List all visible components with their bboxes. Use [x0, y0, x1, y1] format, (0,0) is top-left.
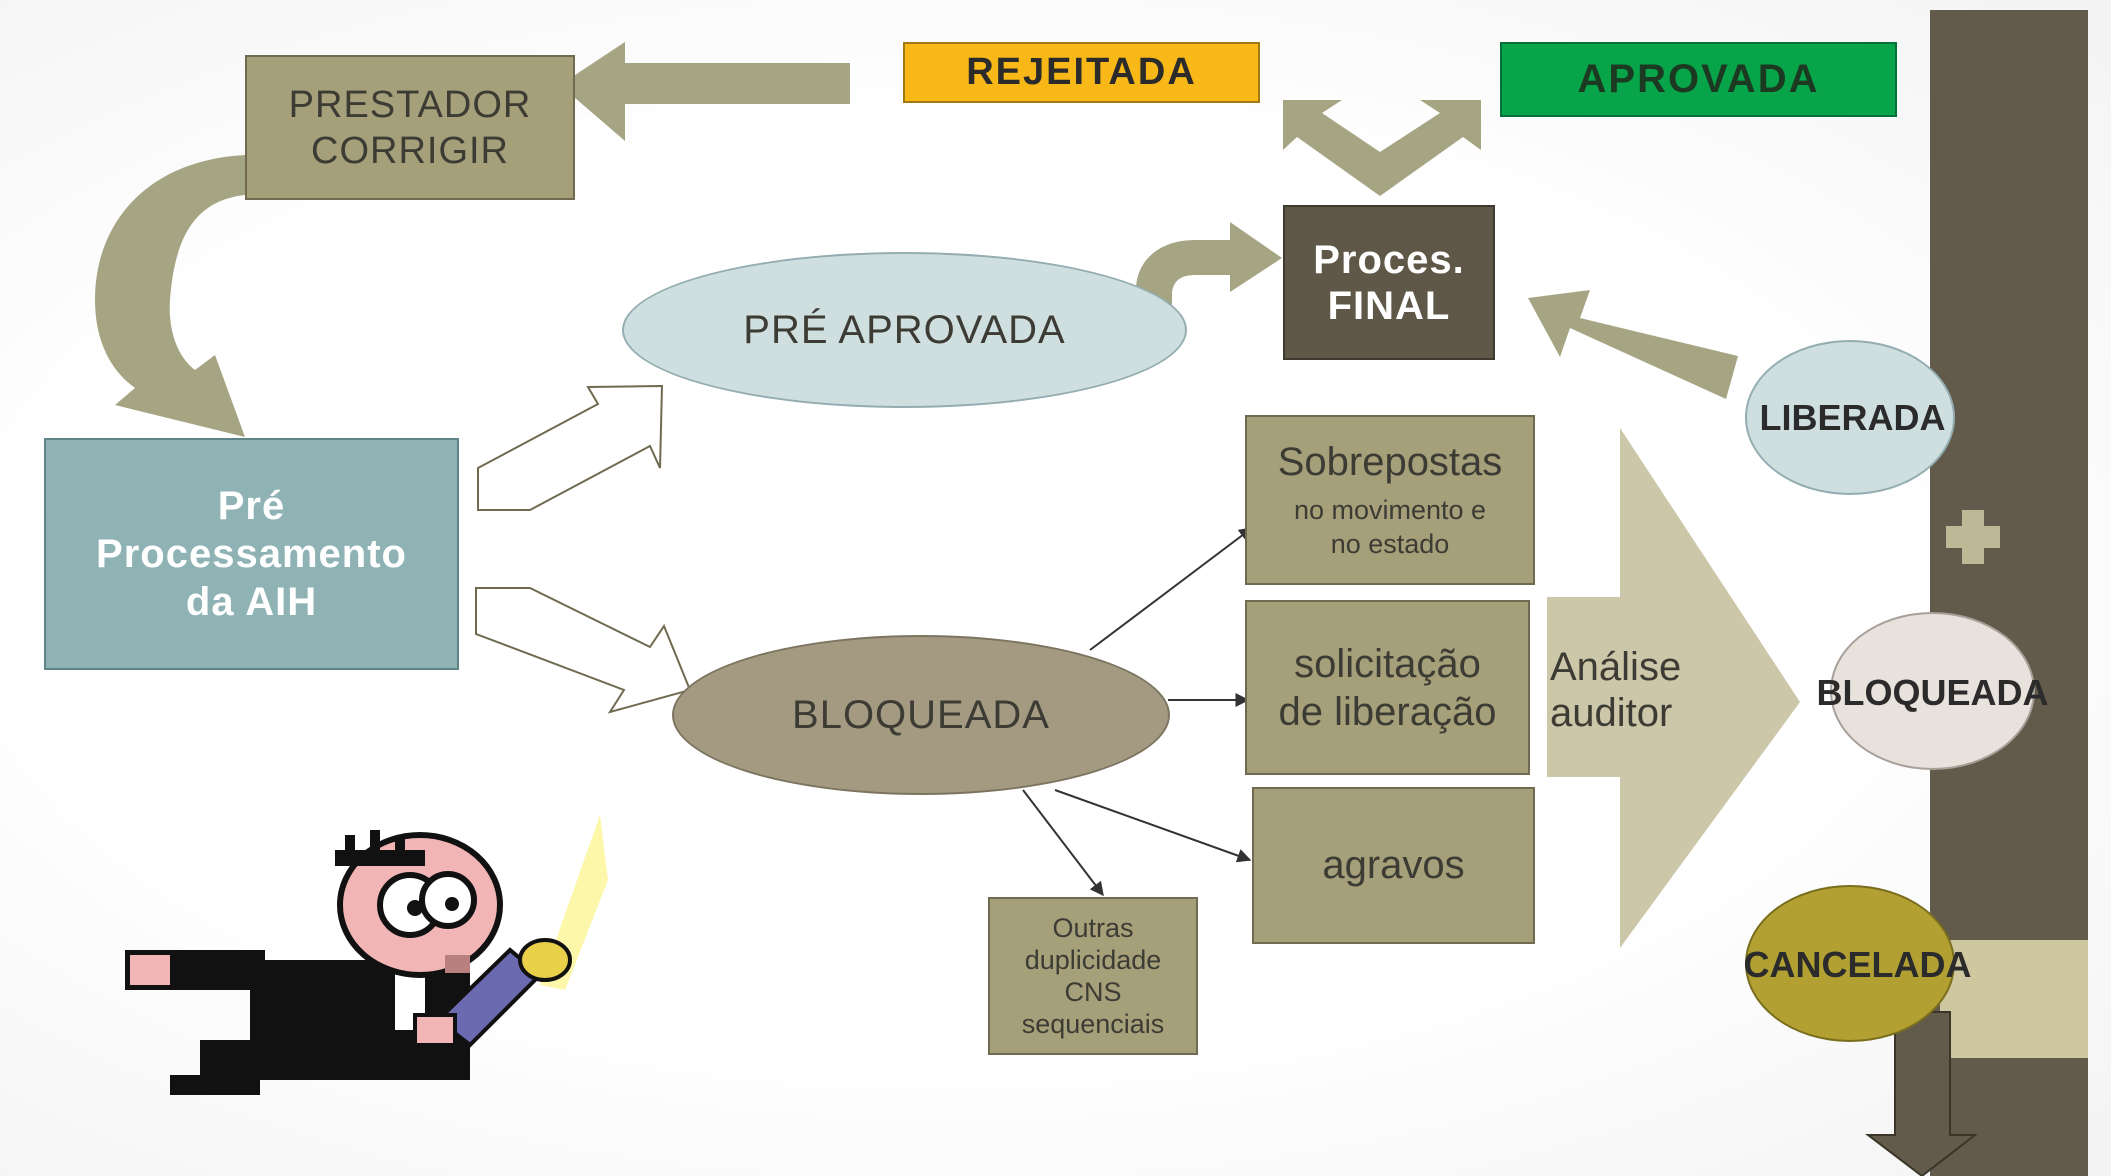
hollow-arrow-to-pre-aprovada: [477, 384, 664, 511]
rejeitada-box: REJEITADA: [903, 42, 1260, 103]
proces-final-line-1: Proces.: [1313, 237, 1465, 282]
outras-line-4: sequenciais: [1021, 1009, 1165, 1039]
aprovada-box: APROVADA: [1500, 42, 1897, 117]
sobrepostas-sub-1: no movimento e: [1293, 494, 1487, 525]
bloqueada-ellipse: BLOQUEADA: [672, 635, 1170, 795]
analise-line-1: Análise: [1550, 645, 1682, 689]
liberada-label: LIBERADA: [1759, 396, 1946, 438]
pre-processamento-box: Pré Processamento da AIH: [44, 438, 459, 670]
pre-processamento-line-2: Processamento: [96, 532, 407, 576]
agravos-label: agravos: [1322, 843, 1465, 887]
outras-line-3: CNS: [1064, 977, 1122, 1007]
right-bar-light-block: [1940, 940, 2088, 1058]
cancelada-circle: [1745, 885, 1955, 1042]
detective-with-flashlight-icon: [125, 815, 608, 1095]
bloqueada-status-circle: [1830, 612, 2035, 770]
agravos-box: agravos: [1252, 787, 1535, 944]
solicitacao-line-2: de liberação: [1278, 689, 1497, 734]
curved-arrow-prestador-to-preproc: [95, 155, 245, 437]
prestador-corrigir-box: PRESTADOR CORRIGIR: [245, 55, 575, 200]
aprovada-label: APROVADA: [1577, 57, 1820, 101]
pre-processamento-line-1: Pré: [217, 484, 286, 528]
connector-to-agravos: [1054, 789, 1252, 863]
solicitacao-box: solicitação de liberação: [1245, 600, 1530, 775]
liberada-label-wrap: LIBERADA: [1730, 390, 1975, 445]
liberada-circle: [1745, 340, 1955, 495]
solicitacao-line-1: solicitação: [1294, 641, 1481, 686]
plus-decoration-icon: [1946, 510, 2000, 564]
cancelada-label: CANCELADA: [1743, 943, 1972, 985]
bloqueada-status-label: BLOQUEADA: [1816, 671, 2049, 713]
analise-auditor-label: Análise auditor: [1550, 630, 1740, 750]
split-arrow-up: [1283, 100, 1481, 196]
analise-chevron-shape: [1547, 428, 1800, 948]
connector-to-outras: [1022, 789, 1104, 897]
curved-arrow-to-proces-final: [1136, 222, 1282, 327]
hollow-arrow-to-bloqueada: [475, 587, 692, 714]
outras-box: Outras duplicidade CNS sequenciais: [988, 897, 1198, 1055]
outras-line-1: Outras: [1052, 913, 1134, 943]
connector-to-sobrepostas: [1089, 527, 1254, 651]
down-arrow-cancelada: [1865, 1011, 1978, 1176]
prestador-line-1: PRESTADOR: [288, 83, 532, 126]
cancelada-label-wrap: CANCELADA: [1705, 937, 2010, 992]
sobrepostas-title: Sobrepostas: [1277, 439, 1503, 484]
sobrepostas-box: Sobrepostas no movimento e no estado: [1245, 415, 1535, 585]
pre-processamento-line-3: da AIH: [185, 580, 318, 624]
outras-line-2: duplicidade: [1024, 945, 1162, 975]
proces-final-box: Proces. FINAL: [1283, 205, 1495, 360]
analise-line-2: auditor: [1550, 691, 1673, 735]
bloqueada-main-label: BLOQUEADA: [792, 692, 1050, 737]
arrow-to-prestador-fix: [561, 42, 850, 128]
rejeitada-label: REJEITADA: [966, 51, 1197, 93]
pre-aprovada-label: PRÉ APROVADA: [743, 307, 1066, 352]
pre-aprovada-ellipse: PRÉ APROVADA: [622, 252, 1187, 408]
sobrepostas-sub-2: no estado: [1330, 528, 1450, 559]
prestador-line-2: CORRIGIR: [311, 129, 509, 172]
bloqueada-status-label-wrap: BLOQUEADA: [1780, 665, 2085, 720]
arrow-liberada-to-proces-final: [1528, 290, 1738, 399]
proces-final-line-2: FINAL: [1327, 283, 1451, 328]
